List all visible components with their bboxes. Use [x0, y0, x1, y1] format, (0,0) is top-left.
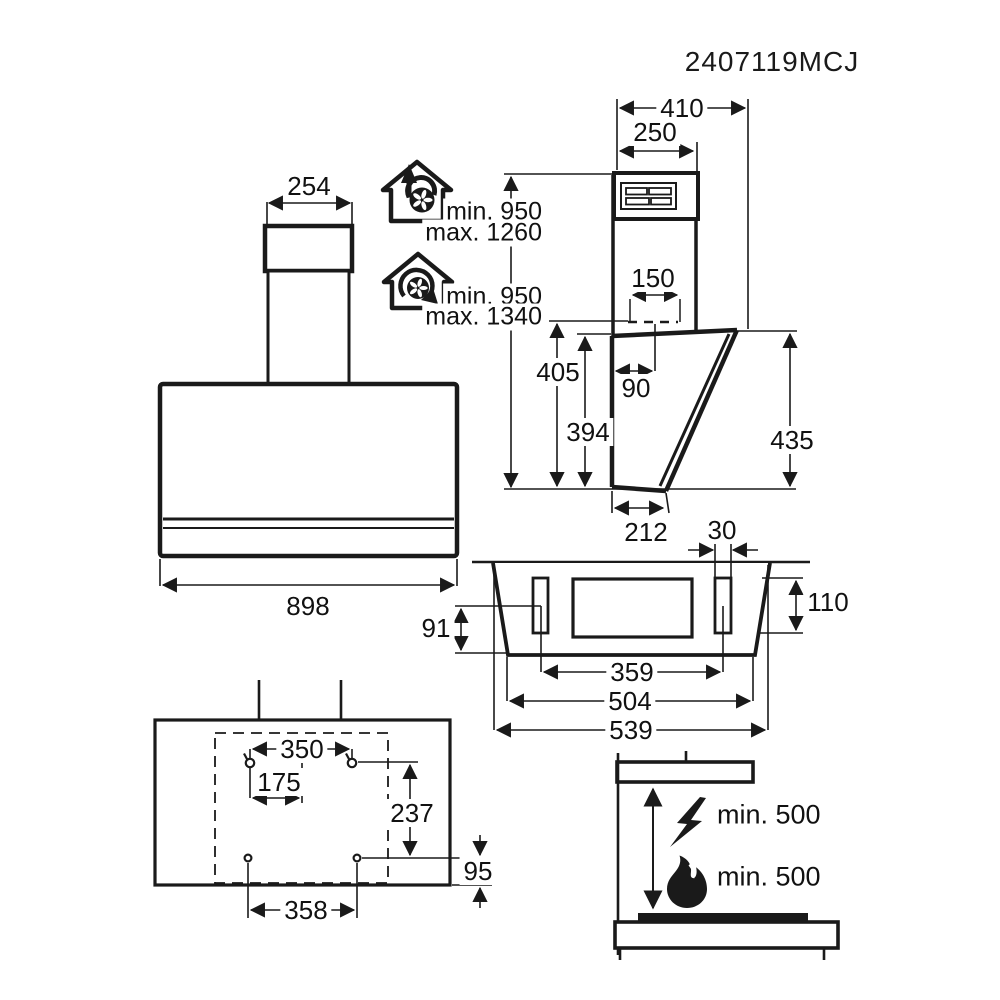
clearance-view — [613, 751, 840, 960]
upper-mounting-holes — [243, 752, 358, 769]
label-plan-overall-width: 539 — [605, 716, 657, 744]
front-body-width-dim — [159, 559, 458, 593]
duct-width-dim — [628, 287, 681, 324]
hob-surface-bar — [638, 913, 808, 922]
label-height-to-duct: 405 — [532, 358, 584, 386]
lightning-bolt-icon — [670, 797, 706, 847]
bracket-width-dim — [688, 542, 758, 577]
label-bracket-spacing: 359 — [606, 658, 658, 686]
label-bracket-width: 30 — [703, 516, 741, 544]
label-bracket-height: 110 — [803, 588, 853, 616]
label-front-height: 435 — [766, 426, 818, 454]
house-recirculation-fan-icon — [381, 251, 455, 311]
label-lower-hole-spacing: 358 — [280, 896, 332, 924]
label-upper-hole-spacing: 350 — [276, 735, 328, 763]
body-height-dim — [577, 333, 611, 488]
drilling-template-view — [153, 680, 492, 918]
plan-body-outline — [491, 562, 772, 657]
label-chimney-depth: 250 — [629, 118, 681, 146]
front-lower-chimney — [266, 269, 351, 386]
label-recirc-max: max. 1340 — [422, 303, 545, 331]
side-chimney-top-box — [612, 171, 700, 221]
front-chimney-width-dim — [266, 195, 353, 224]
label-bottom-depth: 212 — [620, 518, 672, 546]
plan-center-opening — [571, 577, 694, 639]
hood-front-glass-outer — [663, 329, 740, 492]
hood-bottom-edge — [611, 484, 667, 494]
flame-icon — [667, 855, 707, 908]
label-bracket-offset: 91 — [417, 614, 455, 642]
label-bottom-margin: 95 — [459, 857, 497, 885]
label-body-width: 898 — [282, 592, 334, 620]
label-half-spacing: 175 — [253, 768, 305, 796]
front-height-dim — [738, 330, 798, 488]
vent-grille — [620, 182, 677, 210]
bracket-height-dim — [758, 577, 804, 634]
house-exhaust-fan-icon — [380, 159, 454, 224]
side-view — [549, 99, 798, 516]
label-ducted-max: max. 1260 — [422, 219, 545, 247]
lower-mounting-holes — [243, 853, 362, 863]
label-vertical-spacing: 237 — [386, 799, 438, 827]
bottom-depth-dim — [611, 491, 670, 516]
label-duct-offset: 90 — [617, 374, 655, 402]
side-chimney-depth-dim — [618, 142, 698, 171]
bracket-offset-dim — [453, 605, 541, 654]
label-duct-width: 150 — [627, 264, 679, 292]
label-plan-body-width: 504 — [604, 687, 656, 715]
model-number: 2407119MCJ — [684, 46, 860, 77]
duct-center-offset-dim — [614, 324, 656, 379]
label-electric-clearance: min. 500 — [714, 800, 824, 830]
hood-top-edge — [611, 327, 738, 339]
front-body — [157, 381, 460, 559]
front-view — [157, 195, 460, 593]
plan-view — [453, 542, 810, 738]
label-body-height: 394 — [562, 418, 614, 446]
label-gas-clearance: min. 500 — [714, 862, 824, 892]
front-upper-chimney — [262, 223, 355, 274]
hood-bottom-bar — [615, 760, 755, 784]
label-overall-depth: 410 — [656, 94, 708, 122]
counter-bar — [613, 920, 840, 950]
height-to-duct-dim — [549, 320, 628, 488]
label-chimney-width: 254 — [283, 172, 335, 200]
hood-front-glass-inner — [658, 333, 731, 487]
